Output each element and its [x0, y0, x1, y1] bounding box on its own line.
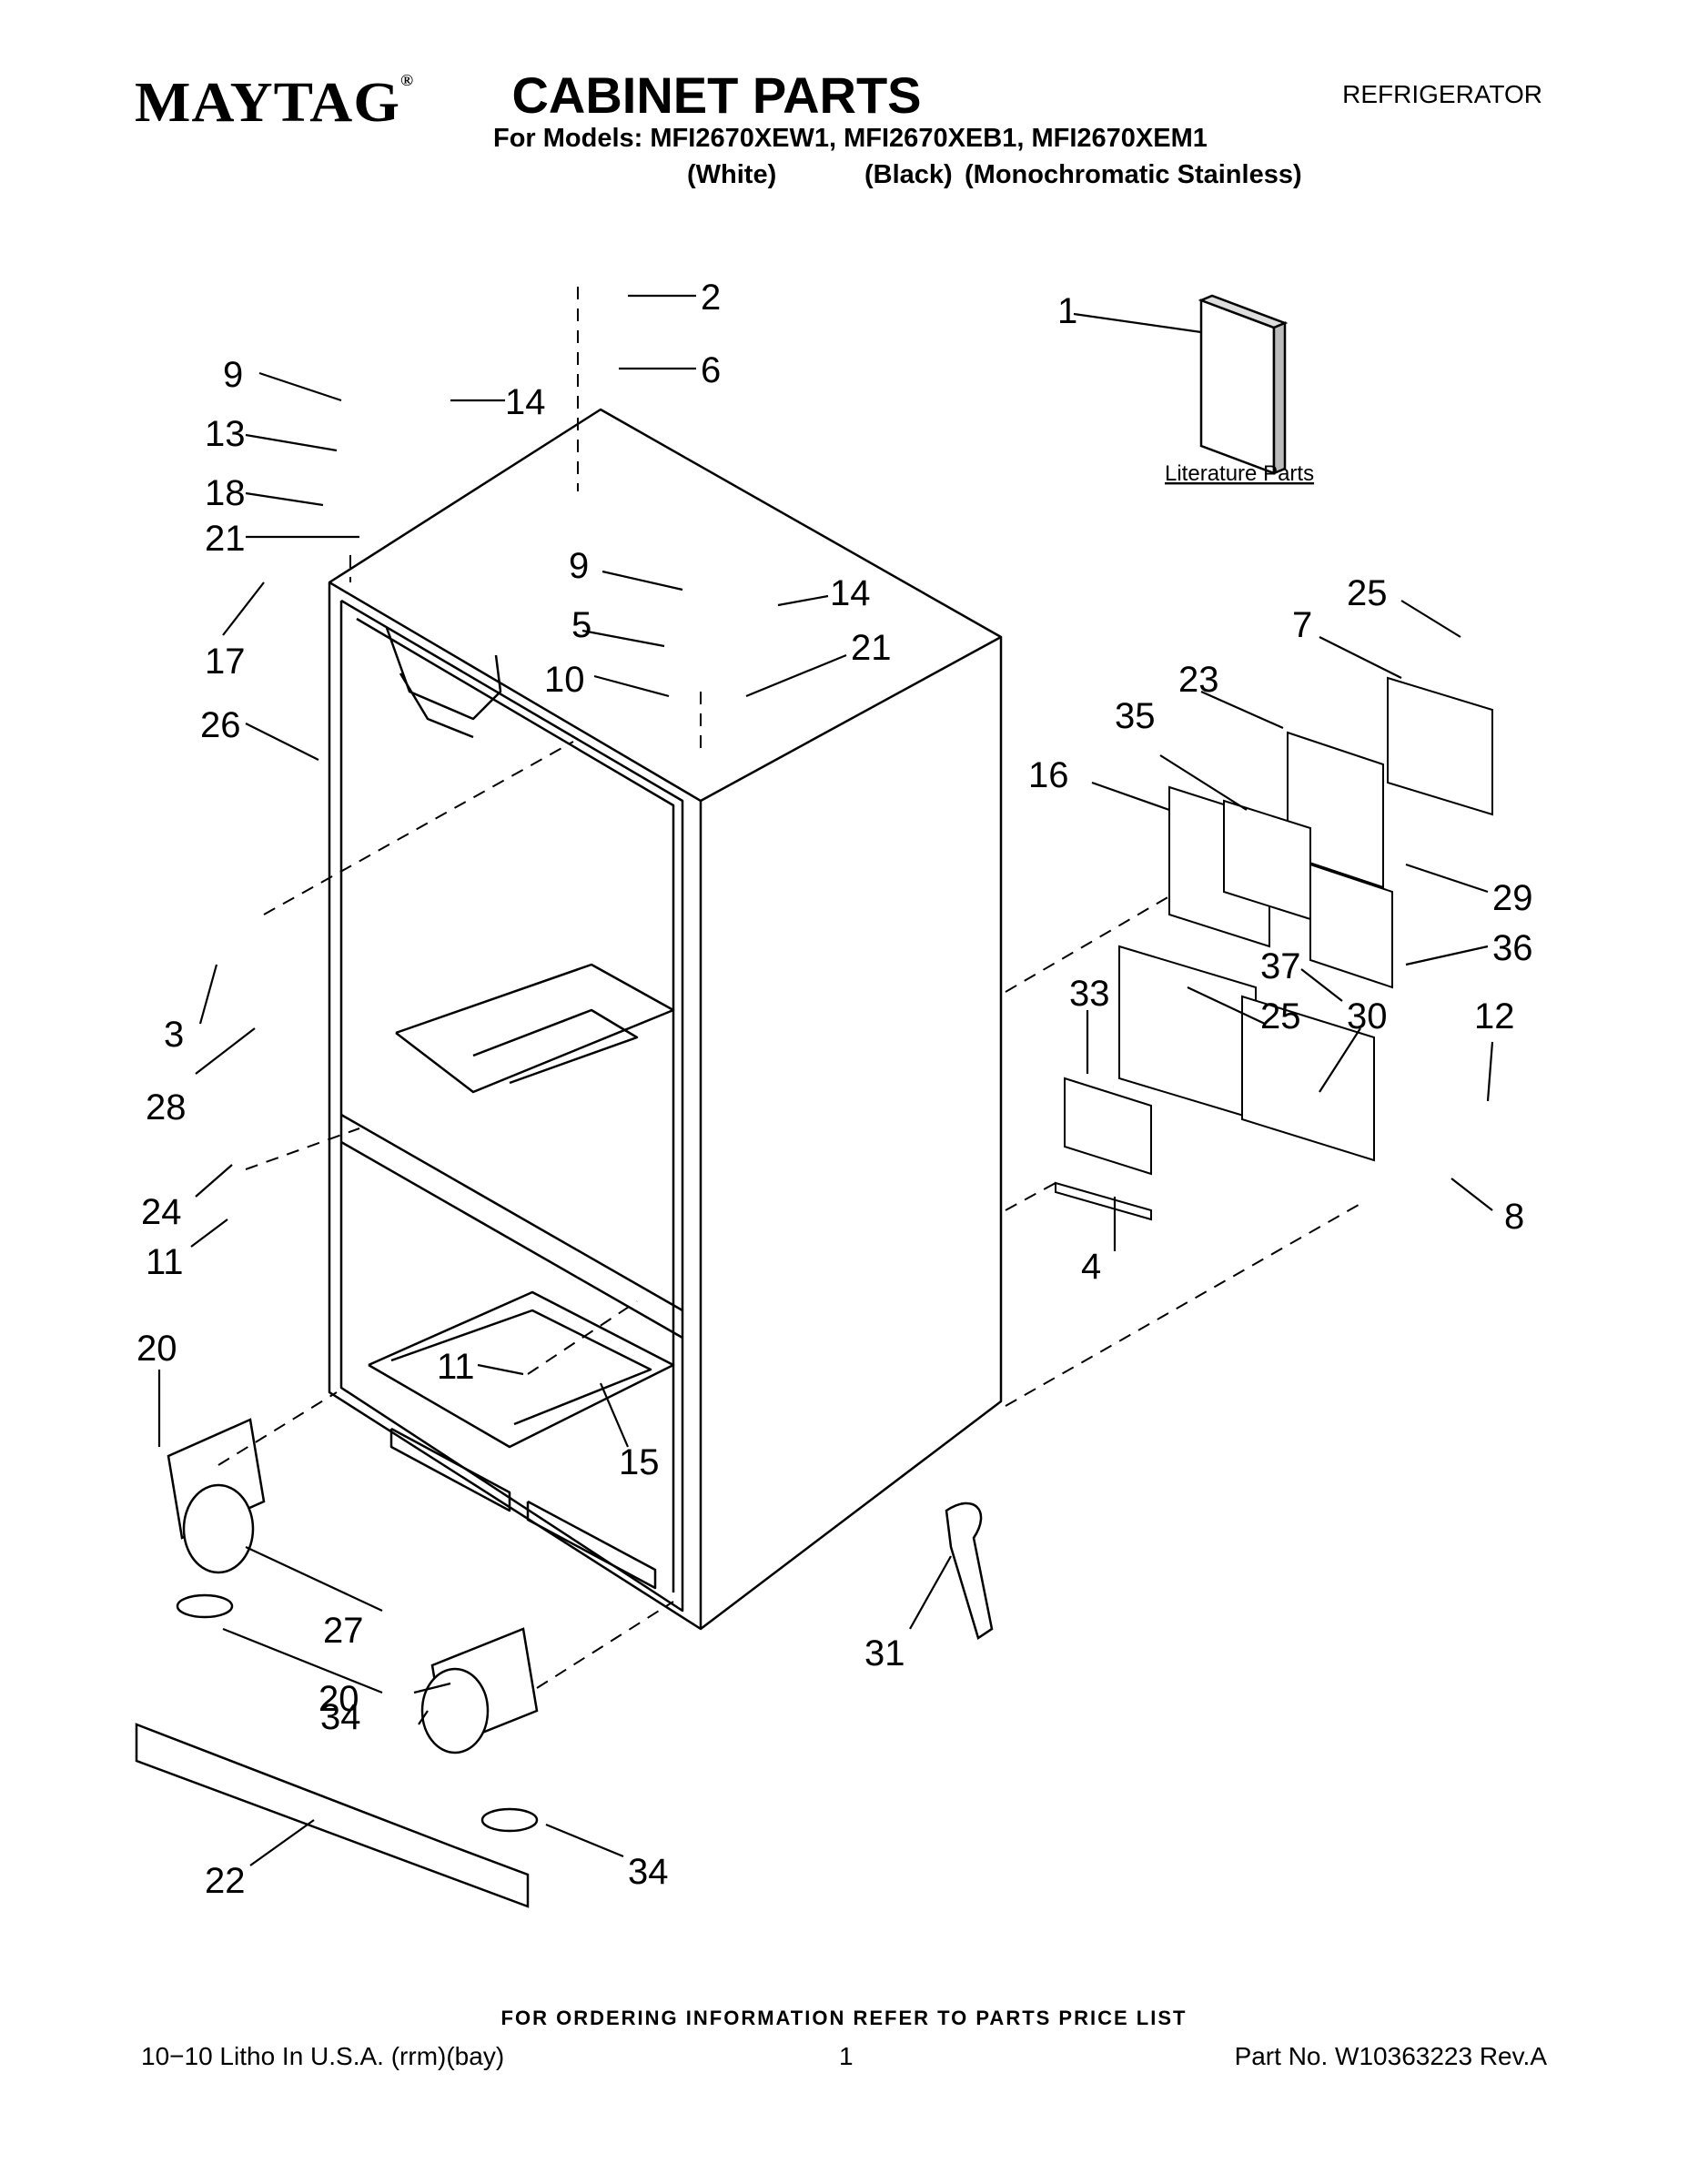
brand-logo: MAYTAG®	[135, 71, 414, 136]
callout-13: 13	[205, 414, 246, 454]
callout-9b: 9	[569, 546, 589, 586]
brand-trademark: ®	[400, 71, 415, 89]
cabinet-body	[328, 408, 1003, 1631]
callout-2: 2	[701, 278, 721, 318]
page-title: CABINET PARTS	[511, 66, 922, 124]
callout-31: 31	[864, 1633, 905, 1673]
model-list: For Models: MFI2670XEW1, MFI2670XEB1, MF…	[493, 124, 1208, 153]
callout-14b: 14	[830, 573, 871, 613]
assembly-lines	[217, 287, 1366, 1689]
callout-1: 1	[1057, 291, 1077, 331]
callout-10: 10	[544, 660, 585, 700]
callout-6: 6	[701, 350, 721, 390]
literature-book	[1198, 294, 1289, 475]
callout-17: 17	[205, 642, 246, 682]
control-assembly	[1055, 676, 1493, 1221]
callout-12: 12	[1474, 996, 1515, 1036]
callout-8: 8	[1504, 1197, 1524, 1237]
callout-23: 23	[1178, 660, 1219, 700]
callout-15: 15	[619, 1442, 660, 1482]
callout-29: 29	[1492, 878, 1533, 918]
callout-20: 20	[136, 1329, 177, 1369]
callout-33: 33	[1069, 974, 1110, 1014]
callout-11b: 11	[437, 1347, 475, 1387]
callout-7: 7	[1292, 605, 1312, 645]
callout-28: 28	[146, 1087, 187, 1127]
ordering-note: FOR ORDERING INFORMATION REFER TO PARTS …	[500, 2007, 1188, 2029]
callout-4: 4	[1081, 1247, 1101, 1287]
finish-white: (White)	[687, 160, 777, 189]
callout-20b: 20	[318, 1679, 359, 1719]
leader-lines	[157, 294, 1494, 1866]
callout-34b: 34	[628, 1852, 669, 1892]
finish-stainless: (Monochromatic Stainless)	[965, 160, 1302, 189]
callout-numbers: 1 2 3 4 5 6 7 8 9 9 10 11 11 12 13 14 14…	[136, 278, 1533, 1901]
callout-11: 11	[146, 1242, 184, 1282]
callout-21b: 21	[851, 628, 892, 668]
callout-27: 27	[323, 1611, 364, 1651]
callout-18: 18	[205, 473, 246, 513]
part-number: Part No. W10363223 Rev.A	[1234, 2042, 1547, 2070]
callout-14: 14	[505, 382, 546, 422]
callout-16: 16	[1028, 755, 1069, 795]
page-number: 1	[839, 2042, 854, 2070]
callout-37: 37	[1260, 946, 1301, 986]
brand-name: MAYTAG	[135, 72, 401, 134]
callout-26: 26	[200, 705, 241, 745]
callout-9: 9	[223, 355, 243, 395]
callout-3: 3	[164, 1015, 184, 1055]
callout-22: 22	[205, 1861, 246, 1901]
callout-5: 5	[571, 605, 591, 645]
literature-parts-label: Literature Parts	[1165, 461, 1314, 486]
callout-36: 36	[1492, 928, 1533, 968]
print-info: 10−10 Litho In U.S.A. (rrm)(bay)	[141, 2042, 505, 2070]
callout-35: 35	[1115, 696, 1156, 736]
leveling-hardware	[135, 1418, 994, 1908]
callout-21: 21	[205, 519, 246, 559]
callout-25b: 25	[1260, 996, 1301, 1036]
finish-black: (Black)	[864, 160, 953, 189]
product-category: REFRIGERATOR	[1342, 80, 1542, 108]
finish-list: (White) (Black) (Monochromatic Stainless…	[0, 160, 1688, 197]
callout-34: 34	[320, 1697, 361, 1737]
callout-25: 25	[1347, 573, 1388, 613]
callout-24: 24	[141, 1192, 182, 1232]
callout-30: 30	[1347, 996, 1388, 1036]
